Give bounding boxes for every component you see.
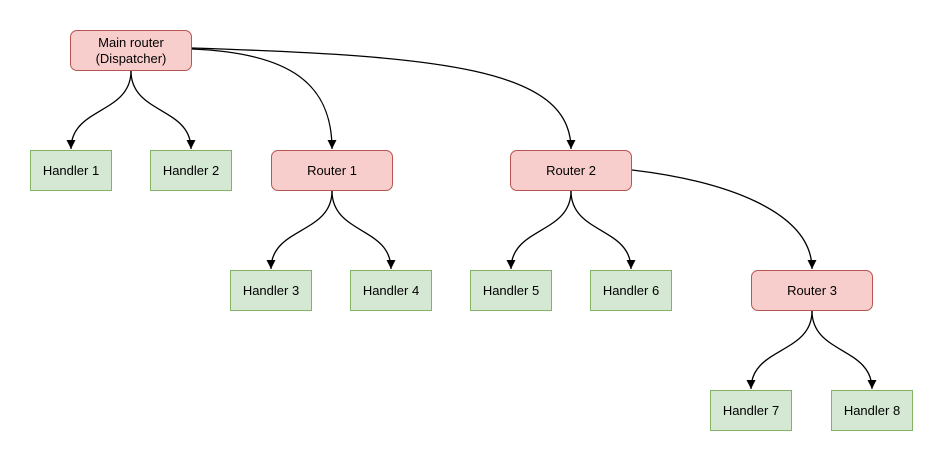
node-handler-2-label: Handler 2 bbox=[162, 162, 220, 178]
edge-main-to-handler2 bbox=[130, 70, 196, 150]
edge-router2-to-router3 bbox=[631, 169, 817, 270]
node-handler-5-label: Handler 5 bbox=[482, 282, 540, 298]
node-main-router: Main router (Dispatcher) bbox=[70, 30, 192, 71]
node-handler-6-label: Handler 6 bbox=[602, 282, 660, 298]
edge-router3-to-handler7 bbox=[746, 310, 813, 390]
edge-router1-to-handler4 bbox=[331, 190, 396, 270]
edge-main-to-router1 bbox=[191, 48, 337, 150]
node-handler-7: Handler 7 bbox=[710, 390, 792, 431]
node-handler-7-label: Handler 7 bbox=[722, 402, 780, 418]
node-handler-4-label: Handler 4 bbox=[362, 282, 420, 298]
edge-router3-to-handler8 bbox=[811, 310, 877, 390]
node-router-2-label: Router 2 bbox=[546, 162, 596, 178]
edge-router1-to-handler3 bbox=[266, 190, 333, 270]
edge-router2-to-handler5 bbox=[506, 190, 572, 270]
node-handler-4: Handler 4 bbox=[350, 270, 432, 311]
node-main-router-label: Main router (Dispatcher) bbox=[95, 34, 167, 66]
node-handler-1: Handler 1 bbox=[30, 150, 112, 191]
node-router-2: Router 2 bbox=[510, 150, 632, 191]
edge-router2-to-handler6 bbox=[570, 190, 636, 270]
node-handler-6: Handler 6 bbox=[590, 270, 672, 311]
edge-main-to-router2 bbox=[191, 47, 576, 150]
node-handler-8: Handler 8 bbox=[831, 390, 913, 431]
node-router-3-label: Router 3 bbox=[787, 282, 837, 298]
node-router-3: Router 3 bbox=[751, 270, 873, 311]
edge-main-to-handler1 bbox=[66, 70, 132, 150]
node-handler-2: Handler 2 bbox=[150, 150, 232, 191]
node-handler-8-label: Handler 8 bbox=[843, 402, 901, 418]
node-handler-5: Handler 5 bbox=[470, 270, 552, 311]
node-router-1-label: Router 1 bbox=[307, 162, 357, 178]
node-router-1: Router 1 bbox=[271, 150, 393, 191]
node-handler-1-label: Handler 1 bbox=[42, 162, 100, 178]
node-handler-3-label: Handler 3 bbox=[242, 282, 300, 298]
node-handler-3: Handler 3 bbox=[230, 270, 312, 311]
